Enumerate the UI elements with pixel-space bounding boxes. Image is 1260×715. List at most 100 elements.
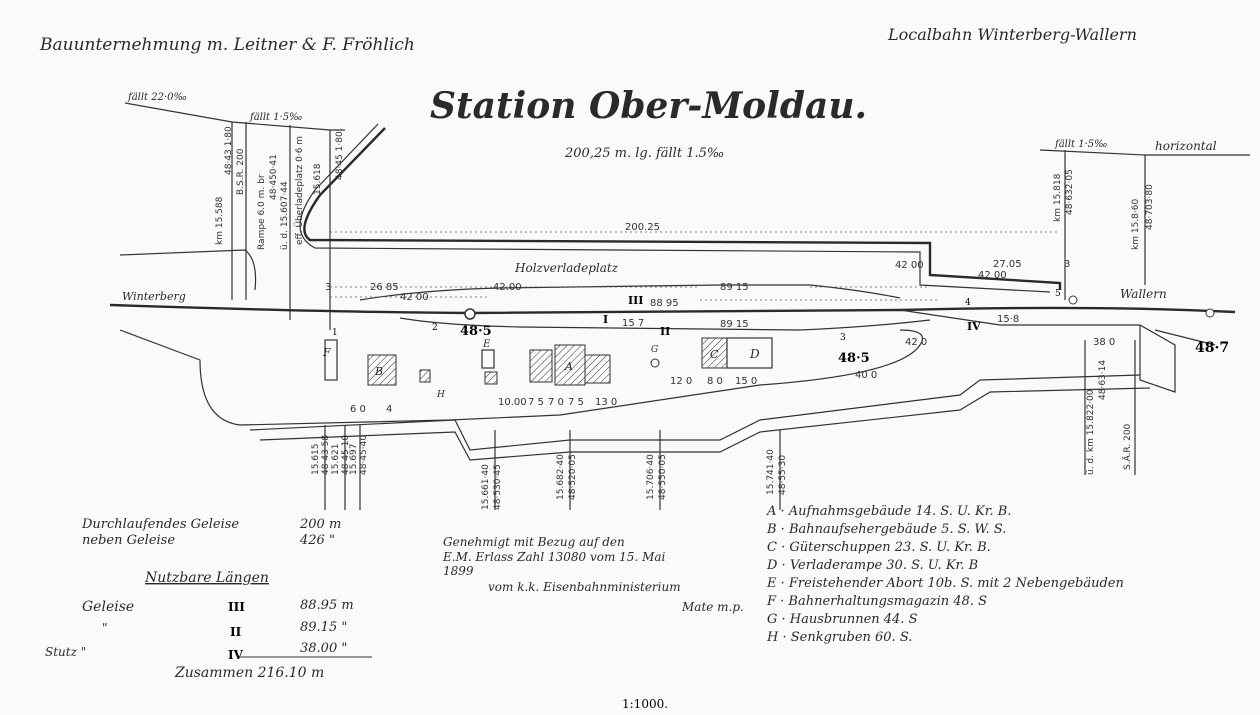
plan-label: 27.05 xyxy=(993,259,1022,270)
plan-label: 89.15 " xyxy=(300,620,347,635)
plan-label: 3 xyxy=(1064,259,1070,270)
plan-label: D · Verladerampe 30. S. U. Kr. B xyxy=(766,558,978,573)
plan-label: G · Hausbrunnen 44. S xyxy=(767,612,918,627)
plan-label: IV xyxy=(228,648,244,662)
plan-label: 3 xyxy=(840,333,846,343)
plan-label: 48·45·40 xyxy=(359,435,369,475)
plan-label: 15.741·40 xyxy=(766,449,776,495)
top-chainage-labels: km 15.588 48·43 1·80 B.S.R. 200 Rampe 6.… xyxy=(215,126,345,250)
dimension-label: 200.25 xyxy=(625,222,660,233)
plan-label: km 15.8·60 xyxy=(1131,199,1141,250)
plan-label: E · Freistehender Abort 10b. S. mit 2 Ne… xyxy=(766,576,1124,591)
track-number: II xyxy=(660,325,670,338)
plan-label: 48·55·30 xyxy=(778,455,788,495)
plan-label: F xyxy=(322,346,331,359)
plan-label: 48·530·45 xyxy=(493,464,503,510)
plan-label: 48·43 1·80 xyxy=(224,126,234,175)
plan-label: 48·550·05 xyxy=(658,454,668,500)
plan-label: eff. Überladeplatz 0·6 m xyxy=(294,136,305,245)
plan-label: Rampe 6.0 m. br xyxy=(257,174,267,250)
loading-yard: 200.25 Holzverladeplatz xyxy=(119,123,1062,293)
plan-label: 48·450·41 xyxy=(269,154,279,200)
railway-label: Localbahn Winterberg-Wallern xyxy=(887,25,1137,44)
plan-label: 48·45 1·80 xyxy=(335,131,345,180)
plan-label: 8 0 xyxy=(707,376,723,387)
plan-label: 1 xyxy=(332,328,338,338)
plan-label: 15.682·40 xyxy=(556,454,566,500)
plan-label: Nutzbare Längen xyxy=(144,570,269,586)
building-legend: A · Aufnahmsgebäude 14. S. U. Kr. B. B ·… xyxy=(766,504,1124,645)
plan-label: H · Senkgruben 60. S. xyxy=(766,630,912,645)
plan-label: 7 0 xyxy=(548,397,564,408)
plan-label: 42 00 xyxy=(978,270,1007,281)
plan-label: Zusammen 216.10 m xyxy=(174,665,324,681)
gradient-label: fällt 1·5‰ xyxy=(1054,139,1108,150)
plan-label: 15 0 xyxy=(735,376,757,387)
plan-label: 10.00 xyxy=(498,397,527,408)
plan-label: 15.661·40 xyxy=(481,464,491,510)
elevation-label: 48·5 xyxy=(460,324,492,339)
page-title: Station Ober-Moldau. xyxy=(430,85,867,127)
plan-label: 426 " xyxy=(299,533,335,548)
plan-label: 26 85 xyxy=(370,282,399,293)
plan-label: H xyxy=(436,390,445,400)
area-label: Holzverladeplatz xyxy=(514,261,619,275)
plan-label: 42 0 xyxy=(905,337,927,348)
plan-label: " xyxy=(102,621,108,635)
plan-label: 38.00 " xyxy=(300,641,347,656)
buildings: F B A C D E G H 48·5 48·5 1 2 3 4 5 xyxy=(322,289,1061,400)
track-number: III xyxy=(628,294,643,307)
plan-label: C xyxy=(710,348,719,361)
direction-wallern: Wallern xyxy=(1120,287,1167,301)
track-length-summary: Durchlaufendes Geleise 200 m neben Gelei… xyxy=(81,517,341,548)
plan-label: B.S.R. 200 xyxy=(236,148,246,195)
plan-label: 15.706·40 xyxy=(646,454,656,500)
plan-label: 15 7 xyxy=(622,318,644,329)
plan-label: 38 0 xyxy=(1093,337,1115,348)
plan-label: km 15.818 xyxy=(1053,173,1063,222)
gradient-label: horizontal xyxy=(1155,139,1217,153)
plan-label: 48·43·58 xyxy=(321,435,331,475)
plan-label: km 15.588 xyxy=(215,196,225,245)
plan-label: 40 0 xyxy=(855,370,877,381)
plan-label: 7 5 xyxy=(528,397,544,408)
plan-label: 15.621 xyxy=(331,444,341,476)
plan-label: 89 15 xyxy=(720,319,749,330)
plan-label: 7 5 xyxy=(568,397,584,408)
plan-label: 48·63·14 xyxy=(1098,360,1108,400)
plan-label: F · Bahnerhaltungsmagazin 48. S xyxy=(766,594,987,609)
gradient-label: fällt 22·0‰ xyxy=(127,92,187,103)
contractor-label: Bauunternehmung m. Leitner & F. Fröhlich xyxy=(39,35,415,55)
plan-label: vom k.k. Eisenbahnministerium xyxy=(488,580,681,594)
plan-label: 1899 xyxy=(443,564,474,578)
plan-label: 42 00 xyxy=(895,260,924,271)
plan-label: 5 xyxy=(1055,289,1061,299)
plan-label: 42 00 xyxy=(400,292,429,303)
plan-label: Geleise xyxy=(82,599,134,615)
plan-label: ü. d. 15.607·44 xyxy=(280,181,290,250)
plan-label: Durchlaufendes Geleise xyxy=(81,517,239,532)
plan-label: III xyxy=(228,600,245,614)
plan-label: B · Bahnaufsehergebäude 5. S. W. S. xyxy=(766,522,1006,537)
plan-label: II xyxy=(230,625,242,639)
plan-label: 15.615 xyxy=(311,444,321,476)
elevation-label: 48·7 xyxy=(1195,340,1229,356)
plan-label: S.Ä.R. 200 xyxy=(1122,423,1133,470)
plan-label: 15.697 xyxy=(349,444,359,476)
plan-label: 2 xyxy=(432,323,438,333)
yard-boundary: 48·7 xyxy=(119,324,1229,461)
plan-label: neben Geleise xyxy=(82,533,175,548)
plan-label: 48·632·05 xyxy=(1065,169,1075,215)
plan-label: E xyxy=(482,339,491,350)
plan-label: 89 15 xyxy=(720,282,749,293)
plan-label: D xyxy=(749,347,760,361)
plan-label: Stutz " xyxy=(45,645,86,659)
plan-label: 48·520·05 xyxy=(568,454,578,500)
plan-label: 6 0 xyxy=(350,404,366,415)
elevation-label: 48·5 xyxy=(838,351,870,366)
tracks: Winterberg Wallern III I II IV xyxy=(109,284,1236,338)
plan-label: Genehmigt mit Bezug auf den xyxy=(443,535,625,549)
bottom-chainage-labels: 15.615 48·43·58 15.621 48·45·10 15.697 4… xyxy=(311,360,1133,510)
plan-label: 15·8 xyxy=(997,314,1019,325)
